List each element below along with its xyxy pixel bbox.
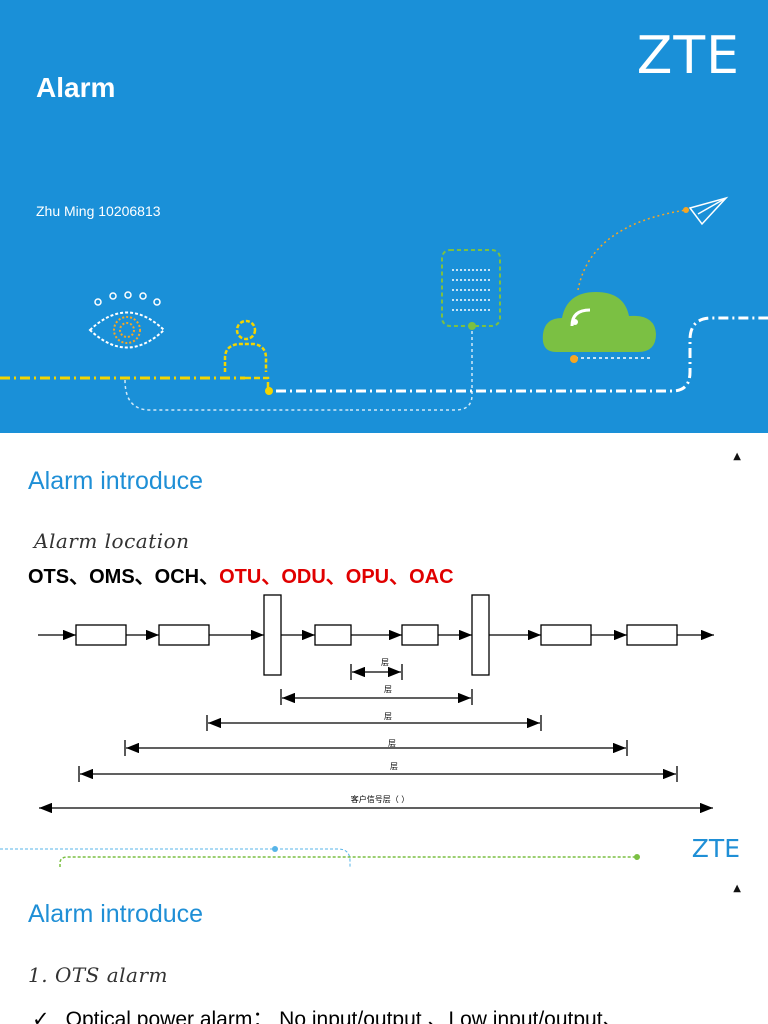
layer-list-black: OTS、OMS、OCH、	[28, 566, 220, 588]
slide-heading: Alarm introduce	[28, 467, 204, 495]
ots-alarm-slide: ▲ Alarm introduce 1. OTS alarm ✓ Optical …	[0, 871, 768, 1024]
span-label-4: 层	[388, 739, 396, 748]
span-label-2: 层	[384, 685, 392, 694]
span-label-5: 层	[390, 762, 398, 771]
layer-list: OTS、OMS、OCH、OTU、ODU、OPU、OAC	[28, 560, 454, 589]
layer-list-red: OTU、ODU、OPU、OAC	[219, 566, 454, 588]
title-slide: Alarm ZTE Zhu Ming 10206813	[0, 0, 768, 433]
span-label-1: 层	[381, 658, 389, 667]
span-label-3: 层	[384, 712, 392, 721]
slide-heading: Alarm introduce	[28, 900, 204, 928]
author-label: Zhu Ming 10206813	[36, 203, 161, 219]
zte-logo: ZTE	[636, 26, 740, 86]
slide-marker: ▲	[733, 451, 741, 462]
server-icon	[441, 249, 501, 330]
bullet-text: Optical power alarm： No input/output 、Lo…	[65, 1008, 624, 1024]
slide-subheading: 1. OTS alarm	[28, 963, 169, 987]
layer-diagram: 层 层 层 层 层 客户信号层（ ）	[38, 594, 714, 814]
presentation-title: Alarm	[36, 72, 116, 103]
alarm-introduce-slide: ▲ Alarm introduce Alarm location OTS、OMS…	[0, 433, 768, 871]
footer-decoration	[0, 846, 640, 867]
paper-plane-icon	[688, 196, 729, 226]
network-illustration	[0, 196, 768, 411]
eye-icon	[88, 291, 166, 349]
zte-footer-logo: ZTE	[691, 834, 740, 863]
cloud-icon	[542, 292, 656, 363]
checkmark-icon: ✓	[32, 1008, 50, 1024]
person-icon	[223, 319, 268, 372]
slide-subheading: Alarm location	[34, 529, 190, 553]
span-label-6: 客户信号层（ ）	[351, 794, 410, 804]
bullet-item: ✓ Optical power alarm： No input/output 、L…	[32, 1003, 624, 1024]
slide-marker: ▲	[733, 883, 741, 894]
